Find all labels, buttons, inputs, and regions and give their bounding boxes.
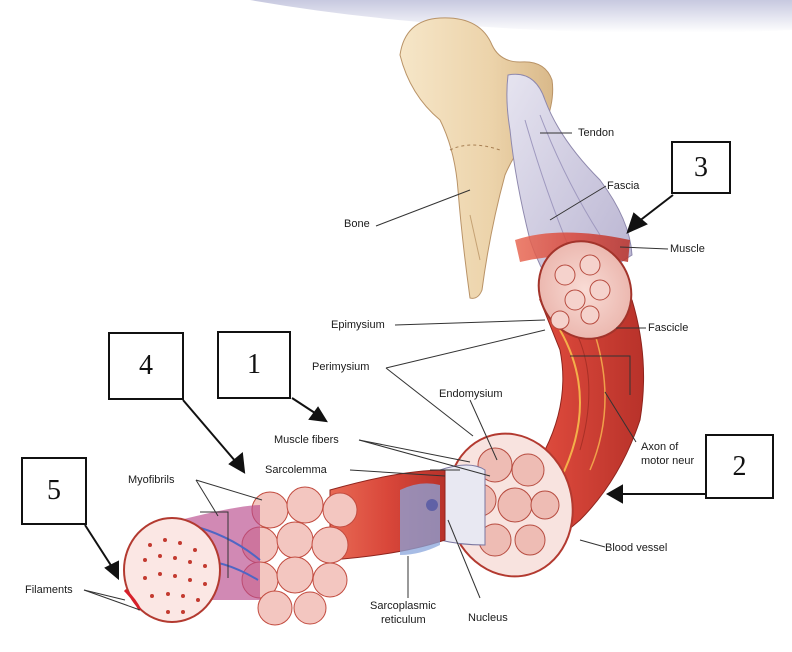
label-epimysium: Epimysium — [331, 319, 385, 332]
label-sarcoplasmic-line2: reticulum — [381, 614, 426, 627]
number-box-4: 4 — [108, 332, 184, 400]
fascicle-sheath — [440, 465, 485, 545]
label-tendon: Tendon — [578, 127, 614, 140]
sarcoplasmic-reticulum-shape — [400, 483, 440, 555]
label-perimysium: Perimysium — [312, 361, 369, 374]
label-blood-vessel: Blood vessel — [605, 542, 667, 555]
top-banner-decoration — [250, 0, 792, 33]
label-endomysium: Endomysium — [439, 388, 503, 401]
label-fascia: Fascia — [607, 180, 639, 193]
number-box-1: 1 — [217, 331, 291, 399]
label-sarcolemma: Sarcolemma — [265, 464, 327, 477]
label-axon-line2: motor neur — [641, 455, 694, 468]
nucleus-shape — [426, 499, 438, 511]
label-filaments: Filaments — [25, 584, 73, 597]
label-muscle: Muscle — [670, 243, 705, 256]
label-nucleus: Nucleus — [468, 612, 508, 625]
label-bone: Bone — [344, 218, 370, 231]
label-fascicle: Fascicle — [648, 322, 688, 335]
label-myofibrils: Myofibrils — [128, 474, 174, 487]
label-sarcoplasmic-line1: Sarcoplasmic — [370, 600, 436, 613]
label-axon-line1: Axon of — [641, 441, 678, 454]
number-box-2: 2 — [705, 434, 774, 499]
label-muscle-fibers: Muscle fibers — [274, 434, 339, 447]
number-box-5: 5 — [21, 457, 87, 525]
number-box-3: 3 — [671, 141, 731, 194]
